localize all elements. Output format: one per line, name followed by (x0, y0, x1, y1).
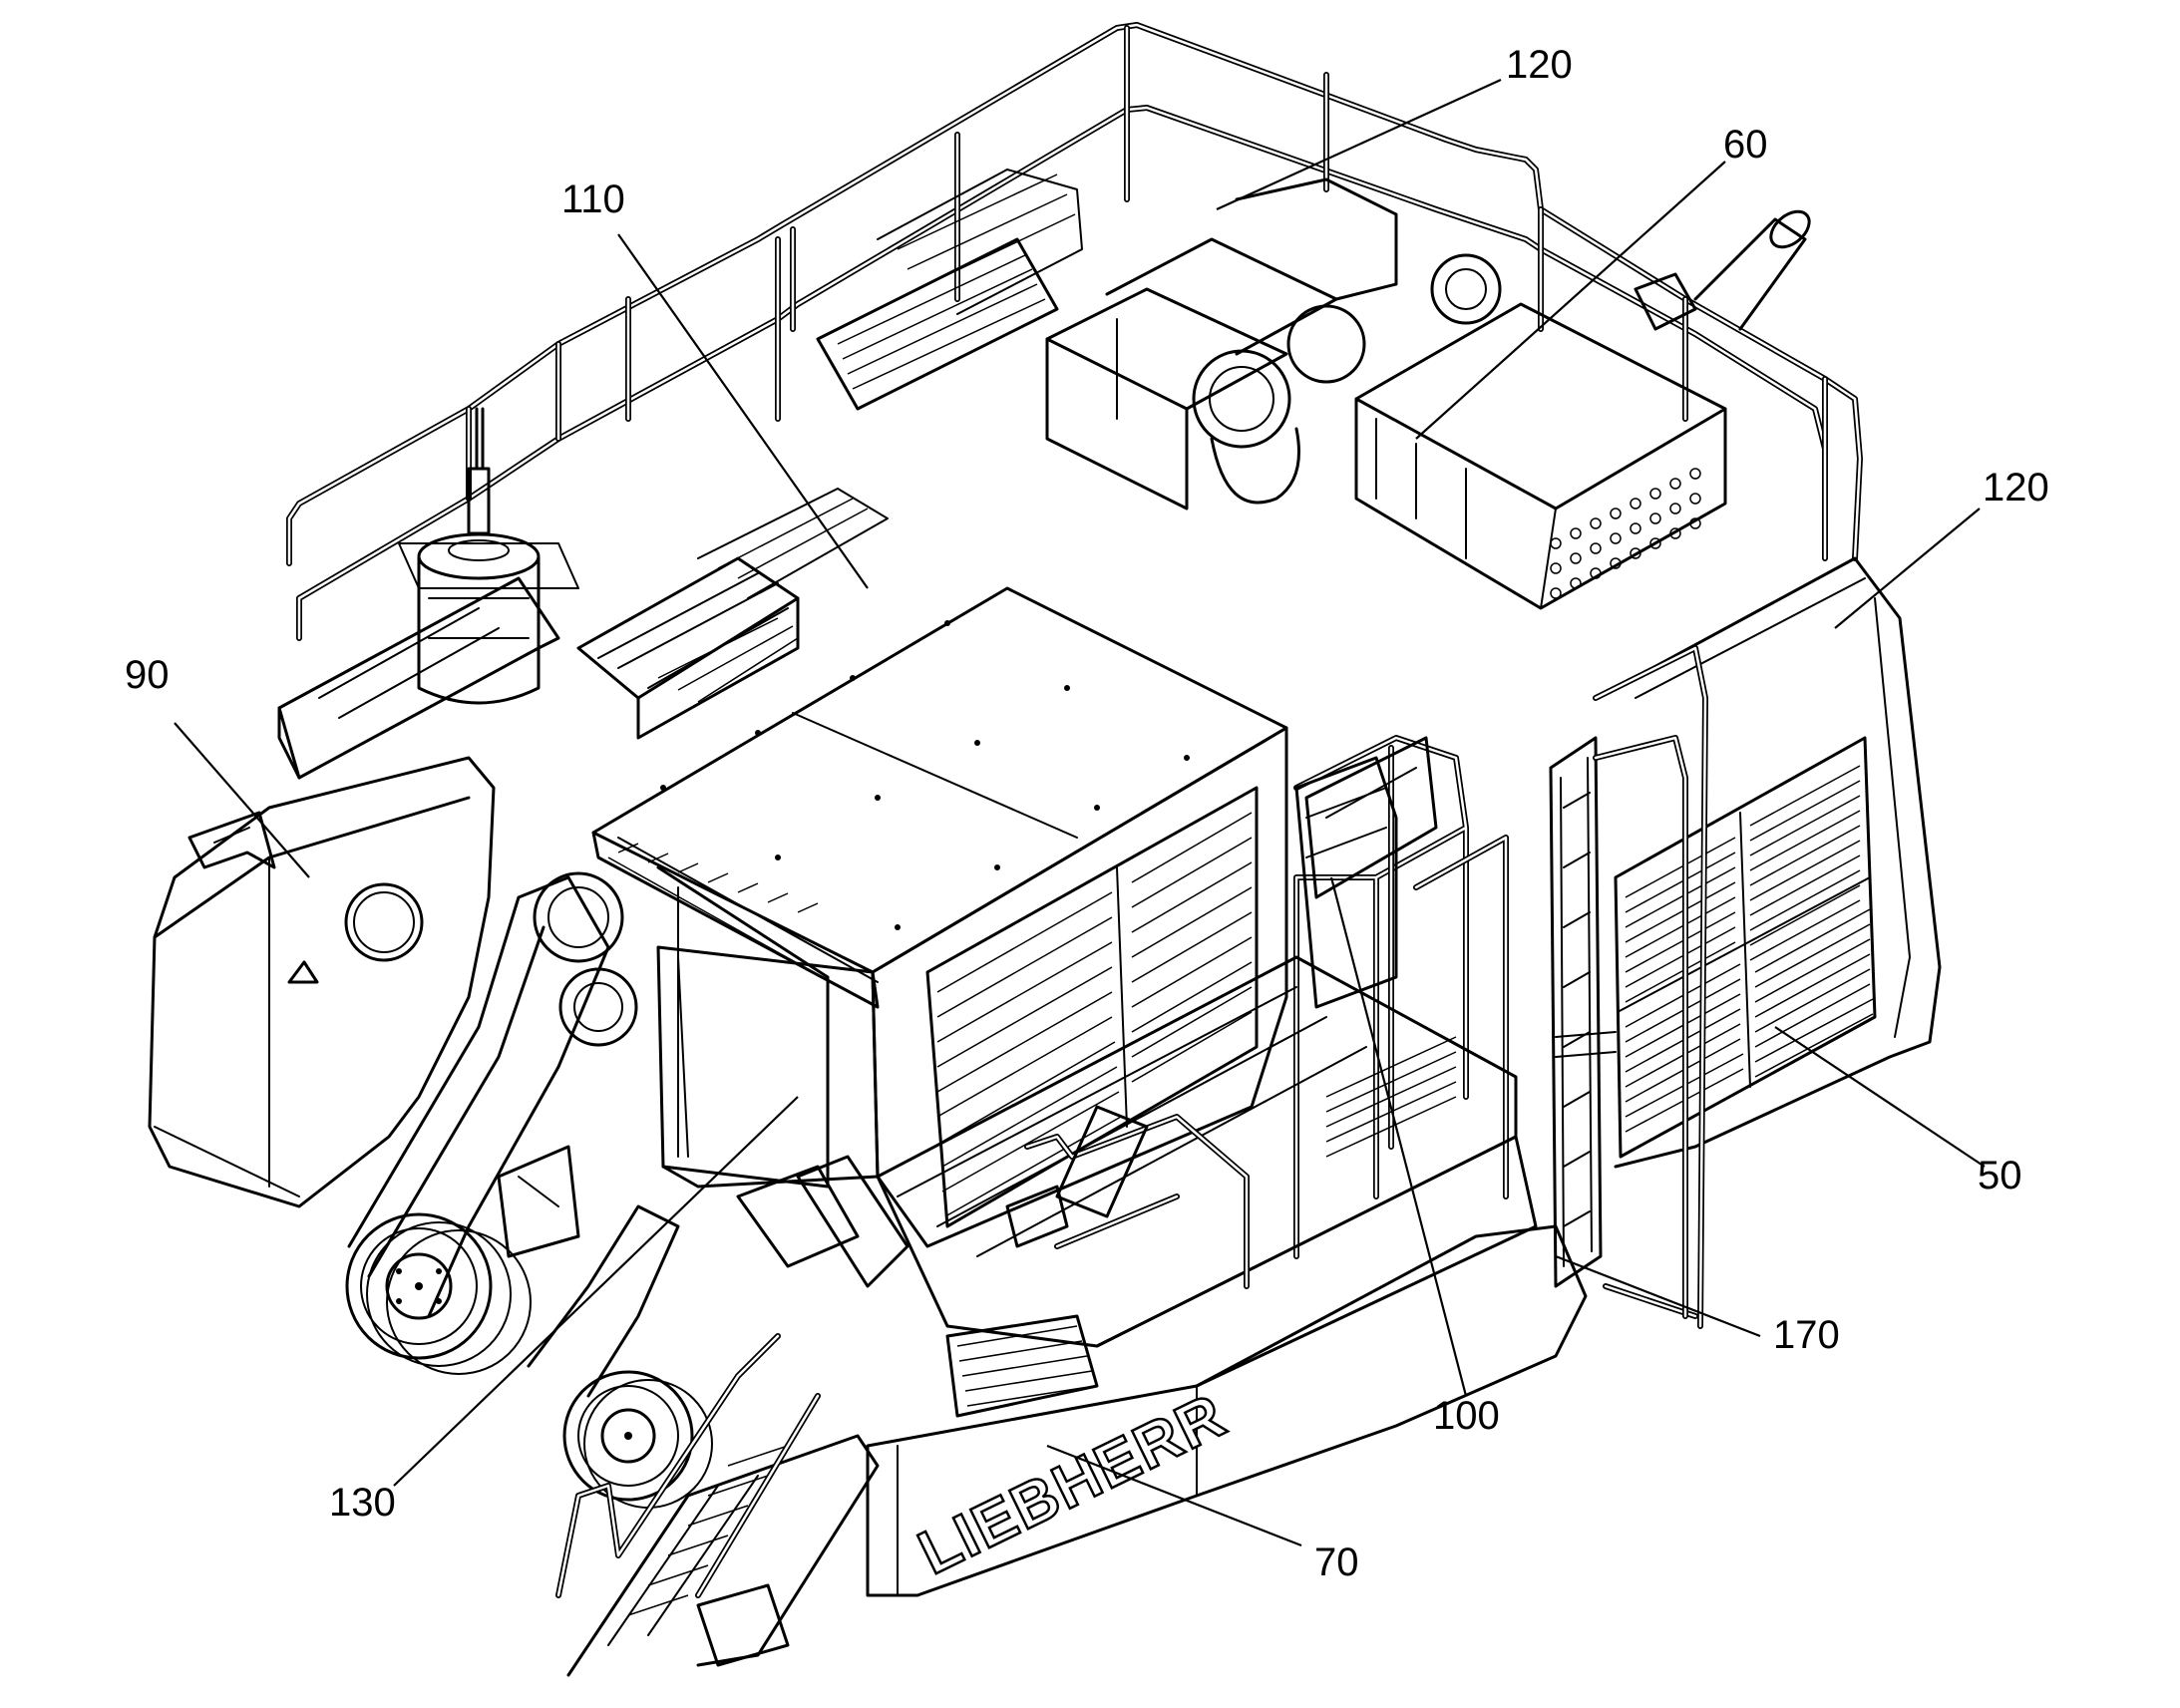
right-side-panel (1614, 556, 1942, 1169)
callout-70: 70 (1314, 1540, 1359, 1584)
outer-handrail (286, 22, 1863, 641)
callout-110: 110 (561, 177, 625, 221)
radiator-grille (656, 726, 1288, 1248)
boom-assembly (345, 871, 713, 1509)
callout-60: 60 (1723, 123, 1768, 167)
counterweight (148, 756, 496, 1208)
leader-120-right (1834, 508, 1981, 629)
lower-body (866, 1224, 1588, 1597)
callout-50: 50 (1978, 1154, 2022, 1197)
leader-90 (174, 722, 310, 878)
vertical-ladder (1549, 645, 1708, 1329)
leader-60 (1415, 161, 1726, 440)
front-right-platform-rails (1293, 735, 1509, 1259)
leader-70 (1046, 1444, 1302, 1547)
callout-labels: 120 60 110 120 90 50 170 100 130 70 (125, 43, 2049, 1584)
left-rear-deck (277, 576, 560, 780)
callout-120-right: 120 (1983, 466, 2049, 510)
electrical-cabinet (1294, 756, 1398, 1009)
leader-110 (617, 233, 869, 589)
leader-100 (1329, 876, 1468, 1397)
front-deck (876, 955, 1538, 1388)
left-side-wall (656, 865, 860, 1268)
leader-130 (393, 1096, 799, 1487)
cabinet-60 (1354, 302, 1727, 610)
engine-blocks (816, 169, 1502, 511)
engine-hood (591, 586, 1288, 1009)
callout-100: 100 (1433, 1394, 1500, 1438)
callout-130: 130 (329, 1481, 396, 1525)
leader-lines (174, 78, 1986, 1547)
leader-170 (1555, 1254, 1761, 1338)
side-grille-50 (1614, 736, 1877, 1159)
leader-120-top (1216, 78, 1502, 211)
callout-120-top: 120 (1506, 43, 1573, 87)
filter-housing (398, 407, 579, 705)
exhaust-pipe (1634, 209, 1811, 331)
front-stairs (555, 1155, 909, 1677)
callout-90: 90 (125, 653, 170, 697)
callout-170: 170 (1773, 1313, 1840, 1357)
leader-50 (1774, 1026, 1986, 1168)
valve-block-left (576, 488, 889, 740)
